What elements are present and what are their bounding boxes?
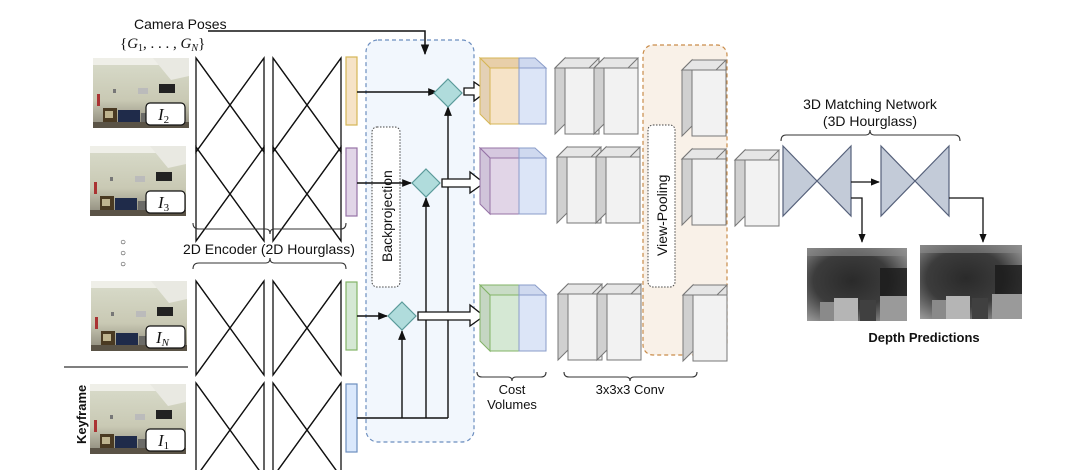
depth-output-arrow [851, 197, 866, 243]
hourglass-3d [880, 144, 950, 218]
cost-volumes-brace [476, 371, 547, 382]
image-label-box [145, 190, 186, 214]
depth-prediction-2 [920, 245, 1022, 319]
hourglass-2d [272, 280, 342, 376]
encoder-label: 2D Encoder (2D Hourglass) [183, 241, 355, 257]
hourglass-2d [195, 280, 265, 376]
depth-prediction-1 [807, 248, 907, 321]
image-label-box [145, 102, 186, 126]
feature-map-i3 [345, 147, 358, 217]
view-pooling-cube [681, 59, 727, 137]
ellipsis-dot: ○ [120, 259, 126, 270]
feature-map-in [345, 281, 358, 351]
input-row-keyframe: Keyframe I1 [74, 382, 358, 470]
view-pooling-label: View-Pooling [654, 175, 670, 256]
conv-cube [593, 57, 639, 135]
conv-label: 3x3x3 Conv [596, 382, 665, 397]
image-label-box [145, 428, 186, 452]
cost-volume-i3 [478, 146, 548, 216]
hourglass-2d [195, 57, 265, 153]
conv-cube [556, 146, 602, 224]
image-label-in: IN [155, 328, 170, 349]
depth-predictions-label: Depth Predictions [868, 330, 979, 345]
view-pooling-cube [681, 148, 727, 226]
camera-poses-set: {G1, . . . , GN} [120, 36, 205, 54]
view-pooling-cube [682, 284, 728, 362]
warp-diamond [433, 78, 463, 108]
hollow-arrow [417, 303, 486, 328]
conv-cube [596, 283, 642, 361]
cost-volumes-label-line2: Volumes [487, 397, 537, 412]
conv-brace [563, 371, 698, 382]
conv-cube [554, 57, 600, 135]
input-row-i3: I3 [90, 146, 358, 242]
pooled-cube [734, 149, 780, 227]
hollow-arrow [441, 170, 486, 195]
camera-poses-label: Camera Poses [134, 16, 227, 32]
view-pooling-box [647, 124, 676, 288]
hourglass-2d [195, 382, 265, 470]
conv-cube [595, 146, 641, 224]
cost-volume-in [478, 283, 548, 353]
ellipsis-dot: ○ [120, 248, 126, 259]
matching-brace [780, 129, 961, 142]
warp-diamond [411, 168, 441, 198]
image-label-box [145, 325, 186, 349]
image-label-i1: I1 [157, 431, 169, 452]
hourglass-3d [782, 144, 852, 218]
backprojection-label: Backprojection [379, 170, 395, 262]
hourglass-2d [195, 146, 265, 242]
keyframe-label: Keyframe [74, 385, 89, 444]
encoder-brace-lower [192, 257, 347, 270]
encoder-brace [192, 222, 347, 235]
feature-map-i2 [345, 56, 358, 126]
hourglass-2d [272, 146, 342, 242]
image-label-i2: I2 [157, 105, 169, 126]
warp-diamond [387, 301, 417, 331]
depth-output-arrow [949, 197, 987, 243]
backprojection-box [371, 126, 401, 288]
matching-label-line2: (3D Hourglass) [823, 113, 917, 129]
cost-volume-i2 [478, 56, 548, 126]
ellipsis-dot: ○ [120, 237, 126, 248]
conv-cube [557, 283, 603, 361]
feature-map-i1 [345, 383, 358, 453]
hourglass-2d [272, 382, 342, 470]
image-label-i3: I3 [157, 193, 170, 214]
cost-volumes-label-line1: Cost [499, 382, 526, 397]
hourglass-2d [272, 57, 342, 153]
input-row-i2: I2 [93, 56, 358, 153]
input-row-in: IN [91, 280, 358, 376]
matching-label-line1: 3D Matching Network [803, 96, 938, 112]
camera-poses-arrow [208, 30, 430, 56]
